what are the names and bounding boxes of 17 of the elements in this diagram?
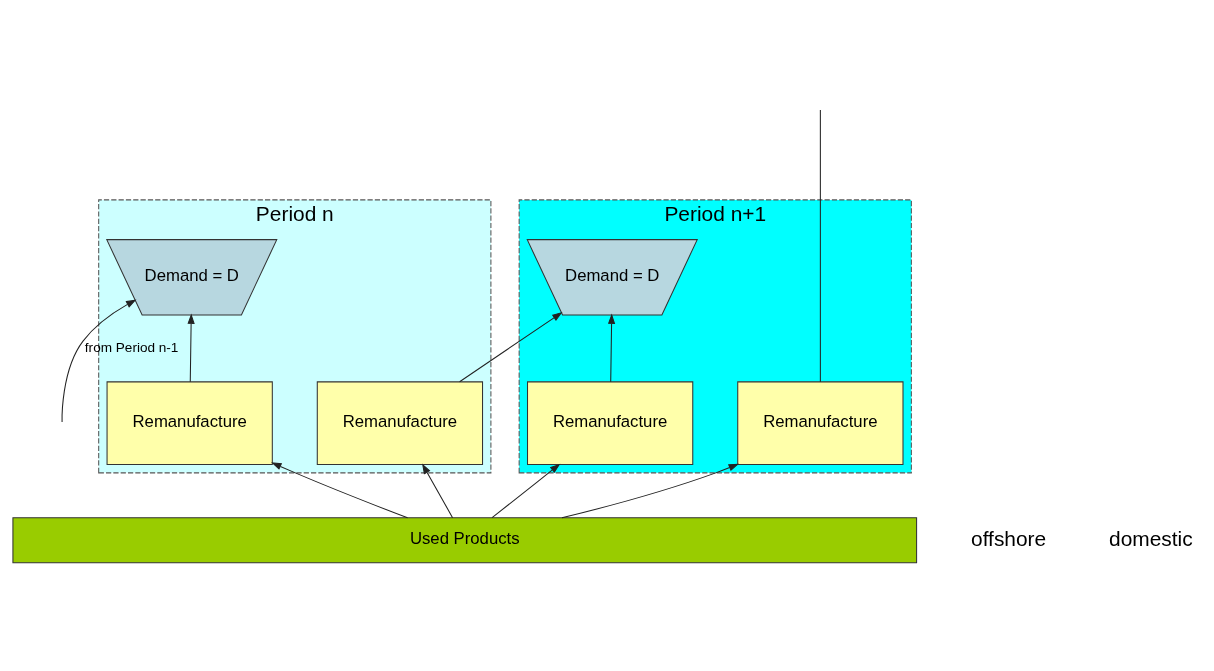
connector <box>819 109 821 382</box>
edge-label: from Period n-1 <box>84 339 179 355</box>
arrow <box>61 298 137 422</box>
arrow <box>561 463 740 518</box>
arrow <box>607 312 616 382</box>
node-box: Remanufacture <box>737 380 904 465</box>
arrow <box>422 463 454 518</box>
node-box: Remanufacture <box>316 380 484 465</box>
label: domestic <box>1109 526 1193 550</box>
label: offshore <box>971 526 1047 550</box>
node-box: Remanufacture <box>106 380 273 465</box>
arrow <box>459 311 563 382</box>
arrow <box>187 312 195 382</box>
node-box: Remanufacture <box>527 380 694 465</box>
arrow <box>271 461 409 518</box>
arrow <box>491 463 561 518</box>
node-box: Used Products <box>12 516 918 563</box>
